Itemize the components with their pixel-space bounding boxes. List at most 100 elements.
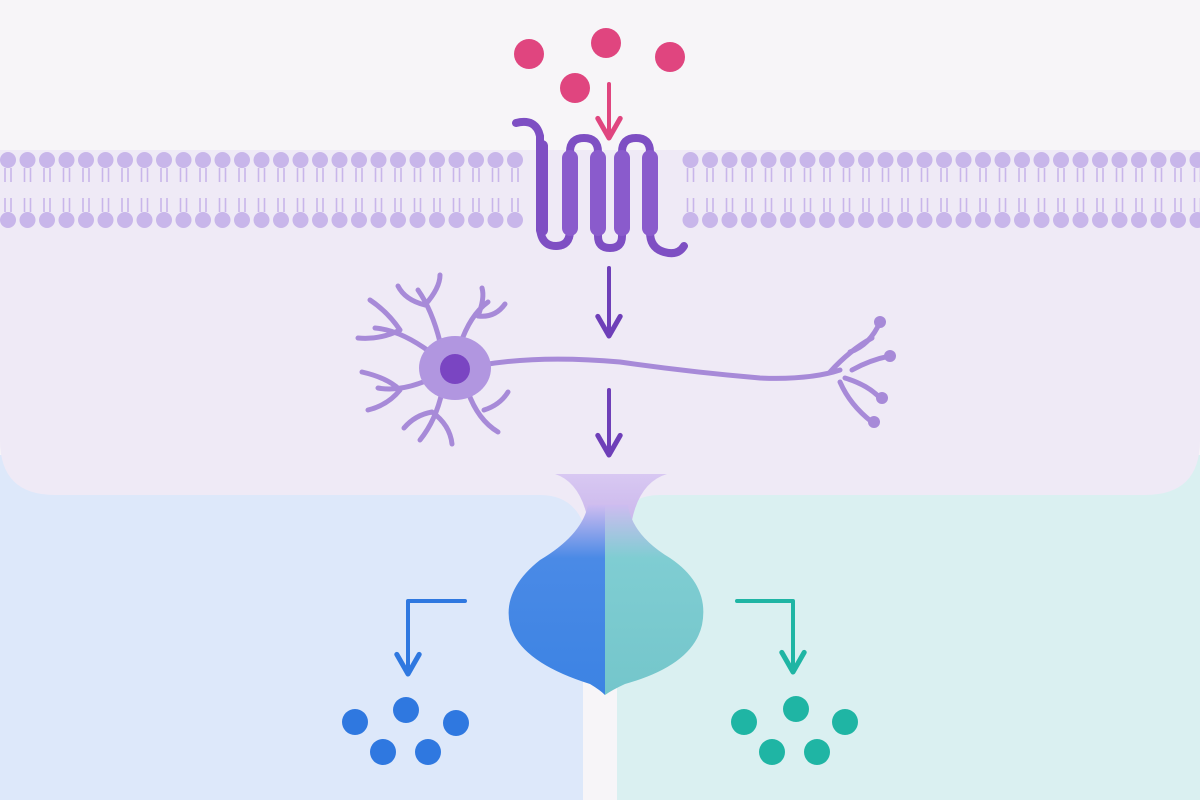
lipid-head <box>331 152 348 168</box>
lipid-head <box>780 212 796 228</box>
lipid-head <box>195 212 211 228</box>
lipid-head <box>1150 212 1167 228</box>
left-compartment <box>0 455 583 800</box>
lipid-head <box>936 212 952 228</box>
cytoplasm-region <box>0 150 1200 560</box>
lipid-head <box>468 152 484 168</box>
lipid-head <box>429 212 445 228</box>
lipid-head <box>975 212 991 228</box>
lipid-head <box>1072 152 1089 168</box>
lipid-head <box>897 212 913 228</box>
lipid-head <box>156 152 172 168</box>
lipid-head <box>721 152 738 168</box>
lipid-head <box>58 212 75 228</box>
teal-molecules-icon <box>731 696 858 765</box>
ligand-dot <box>560 73 590 103</box>
lipid-head <box>0 212 16 228</box>
lipid-head <box>994 212 1011 228</box>
lipid-head <box>682 212 699 228</box>
lipid-head <box>1072 212 1089 228</box>
lipid-head <box>195 152 211 168</box>
lipid-head <box>858 212 874 228</box>
lipid-bilayer-icon <box>0 152 1200 228</box>
lipid-head <box>390 152 406 168</box>
lipid-head <box>955 212 972 228</box>
bifurcation-flask-icon <box>508 474 704 695</box>
lipid-head <box>838 212 855 228</box>
lipid-head <box>331 212 348 228</box>
lipid-head <box>1131 212 1147 228</box>
lipid-head <box>0 152 16 168</box>
lipid-head <box>819 152 835 168</box>
right-compartment <box>617 455 1200 800</box>
lipid-head <box>799 152 816 168</box>
lipid-head <box>916 152 933 168</box>
ligand-dot <box>591 28 621 58</box>
lipid-head <box>390 212 406 228</box>
lipid-head <box>312 212 328 228</box>
gpcr-receptor-icon <box>512 117 688 258</box>
lipid-head <box>468 212 484 228</box>
lipid-head <box>253 152 270 168</box>
lipid-head <box>117 152 133 168</box>
lipid-head <box>136 212 153 228</box>
lipid-head <box>19 212 36 228</box>
lipid-head <box>19 152 36 168</box>
lipid-head <box>370 212 387 228</box>
lipid-head <box>1111 152 1128 168</box>
lipid-head <box>370 152 387 168</box>
lipid-head <box>97 212 114 228</box>
lipid-head <box>312 152 328 168</box>
lipid-head <box>175 212 192 228</box>
lipid-head <box>1092 212 1108 228</box>
lipid-head <box>760 212 777 228</box>
lipid-head <box>702 212 718 228</box>
lipid-head <box>1053 152 1069 168</box>
lipid-head <box>936 152 952 168</box>
lipid-head <box>877 212 894 228</box>
lipid-head <box>741 152 757 168</box>
right-bulb <box>605 505 704 695</box>
neuron-terminal-bulbs <box>868 316 896 428</box>
lipid-head <box>1189 152 1200 168</box>
lipid-head <box>507 152 523 168</box>
funnel-top <box>555 474 667 520</box>
lipid-head <box>721 212 738 228</box>
right-output-arrow <box>735 599 807 675</box>
lipid-head <box>702 152 718 168</box>
lipid-head <box>741 212 757 228</box>
lipid-head <box>429 152 445 168</box>
lipid-head <box>78 212 94 228</box>
lipid-head <box>136 152 153 168</box>
lipid-head <box>1033 212 1050 228</box>
blue-molecules-icon <box>342 697 469 765</box>
lipid-head <box>507 212 523 228</box>
lipid-head <box>175 152 192 168</box>
lipid-head <box>351 212 367 228</box>
lipid-head <box>97 152 114 168</box>
lipid-head <box>994 152 1011 168</box>
lipid-head <box>897 152 913 168</box>
lipid-head <box>448 152 465 168</box>
lipid-head <box>838 152 855 168</box>
lipid-head <box>156 212 172 228</box>
lipid-head <box>117 212 133 228</box>
lipid-head <box>214 212 231 228</box>
lipid-head <box>1131 152 1147 168</box>
lipid-head <box>448 212 465 228</box>
lipid-head <box>487 152 504 168</box>
lipid-head <box>1111 212 1128 228</box>
ligand-dot <box>655 42 685 72</box>
lipid-head <box>409 152 426 168</box>
lipid-head <box>858 152 874 168</box>
lipid-head <box>1170 212 1186 228</box>
ligand-molecules-icon <box>514 28 685 103</box>
lipid-head <box>780 152 796 168</box>
lipid-head <box>292 152 309 168</box>
lipid-head <box>877 152 894 168</box>
lipid-head <box>1092 152 1108 168</box>
lipid-head <box>1170 152 1186 168</box>
lipid-head <box>1150 152 1167 168</box>
lipid-head <box>916 212 933 228</box>
